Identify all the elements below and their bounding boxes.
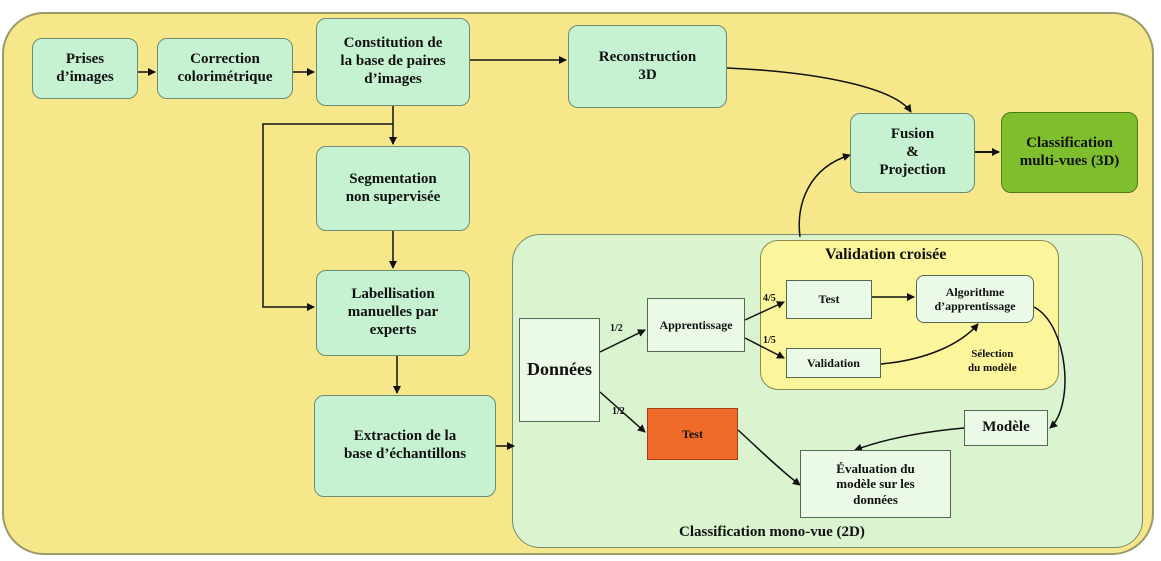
node-reconstruction-3d: Reconstruction 3D — [568, 25, 727, 108]
label-ratio-half-top: 1/2 — [610, 323, 623, 334]
node-validation: Validation — [786, 348, 881, 378]
node-modele: Modèle — [964, 410, 1048, 446]
label-classification-mono-vue: Classification mono-vue (2D) — [679, 524, 865, 540]
label-selection-modele: Sélection du modèle — [968, 348, 1017, 374]
node-labellisation: Labellisation manuelles par experts — [316, 270, 470, 356]
label-ratio-four-fifths: 4/5 — [763, 293, 776, 304]
label-ratio-half-bottom: 1/2 — [612, 406, 625, 417]
node-correction-colorimetrique: Correction colorimétrique — [157, 38, 293, 99]
node-test-cv: Test — [786, 280, 872, 319]
node-fusion-projection: Fusion & Projection — [850, 113, 975, 193]
node-evaluation: Évaluation du modèle sur les données — [800, 450, 951, 518]
node-extraction: Extraction de la base d’échantillons — [314, 395, 496, 497]
node-apprentissage: Apprentissage — [647, 298, 745, 352]
label-ratio-one-fifth: 1/5 — [763, 335, 776, 346]
node-donnees: Données — [519, 318, 600, 422]
node-constitution-base: Constitution de la base de paires d’imag… — [316, 18, 470, 106]
node-test-highlight: Test — [647, 408, 738, 460]
node-classification-multi-vues: Classification multi-vues (3D) — [1001, 112, 1138, 193]
node-prises-images: Prises d’images — [32, 38, 138, 99]
node-segmentation: Segmentation non supervisée — [316, 146, 470, 231]
label-validation-croisee: Validation croisée — [825, 246, 947, 263]
node-algorithme: Algorithme d’apprentissage — [916, 275, 1034, 323]
